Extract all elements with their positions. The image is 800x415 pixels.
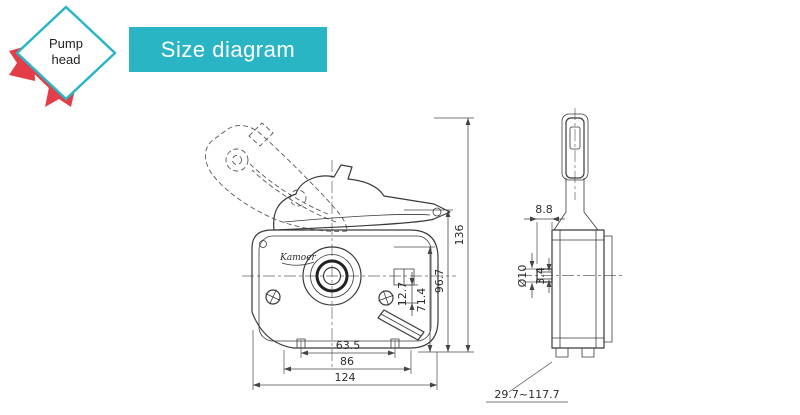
dim-label-3-4: 3.4 (534, 267, 547, 285)
dim-label-8-8: 8.8 (535, 203, 553, 216)
side-faceplate (603, 235, 613, 343)
screw-right (378, 290, 394, 306)
dim-overall-height: 136 (418, 117, 474, 353)
corner-screw (259, 240, 267, 248)
dim-label-124: 124 (335, 371, 356, 384)
page-title: Size diagram (160, 36, 296, 62)
foot-left (555, 347, 569, 358)
lever-closed (273, 164, 451, 231)
dim-label-96-7: 96.7 (433, 269, 446, 294)
dim-mid-height: 71.4 (394, 246, 435, 352)
badge-line2: head (52, 52, 81, 67)
dim-hole-spacing: 63.5 (300, 339, 396, 358)
side-view (536, 113, 613, 358)
pump-head-badge: Pump head (9, 5, 117, 107)
rotor (302, 246, 362, 306)
section-title-banner: Size diagram (129, 27, 327, 72)
badge-diamond (15, 5, 117, 101)
dim-shaft-length: 8.8 (524, 203, 565, 264)
dim-label-86: 86 (340, 355, 354, 368)
dim-port-offset: 12.7 (396, 272, 418, 316)
dim-shaft-flat: 3.4 (534, 258, 552, 293)
lever-profile (565, 117, 585, 179)
dim-upper-height: 96.7 (404, 209, 453, 352)
pump-body (251, 229, 439, 349)
front-dimensions: 136 96.7 71.4 12.7 (252, 117, 474, 390)
motor-shaft (536, 268, 553, 283)
dim-label-71-4: 71.4 (415, 288, 428, 313)
dim-label-dia10: Ø10 (516, 265, 529, 288)
tube-stub (377, 309, 425, 341)
dim-label-136: 136 (453, 225, 466, 246)
dim-mount-range: 29.7~117.7 (486, 361, 568, 403)
screw-left (265, 289, 281, 305)
dim-label-63-5: 63.5 (336, 339, 361, 352)
dim-mount-width: 86 (283, 350, 412, 374)
side-dimensions: 8.8 Ø10 3.4 29.7~117.7 (486, 203, 568, 403)
dim-overall-width: 124 (252, 330, 438, 390)
front-view: Kamoer (251, 164, 451, 349)
lever-latch (432, 207, 442, 217)
dim-label-range: 29.7~117.7 (494, 388, 559, 401)
brand-logo: Kamoer (279, 253, 316, 263)
dim-shaft-diameter: Ø10 (516, 253, 536, 298)
dim-label-12-7: 12.7 (396, 282, 409, 307)
open-position-dashed (204, 122, 348, 232)
badge-line1: Pump (49, 36, 83, 51)
foot-right (581, 347, 595, 358)
